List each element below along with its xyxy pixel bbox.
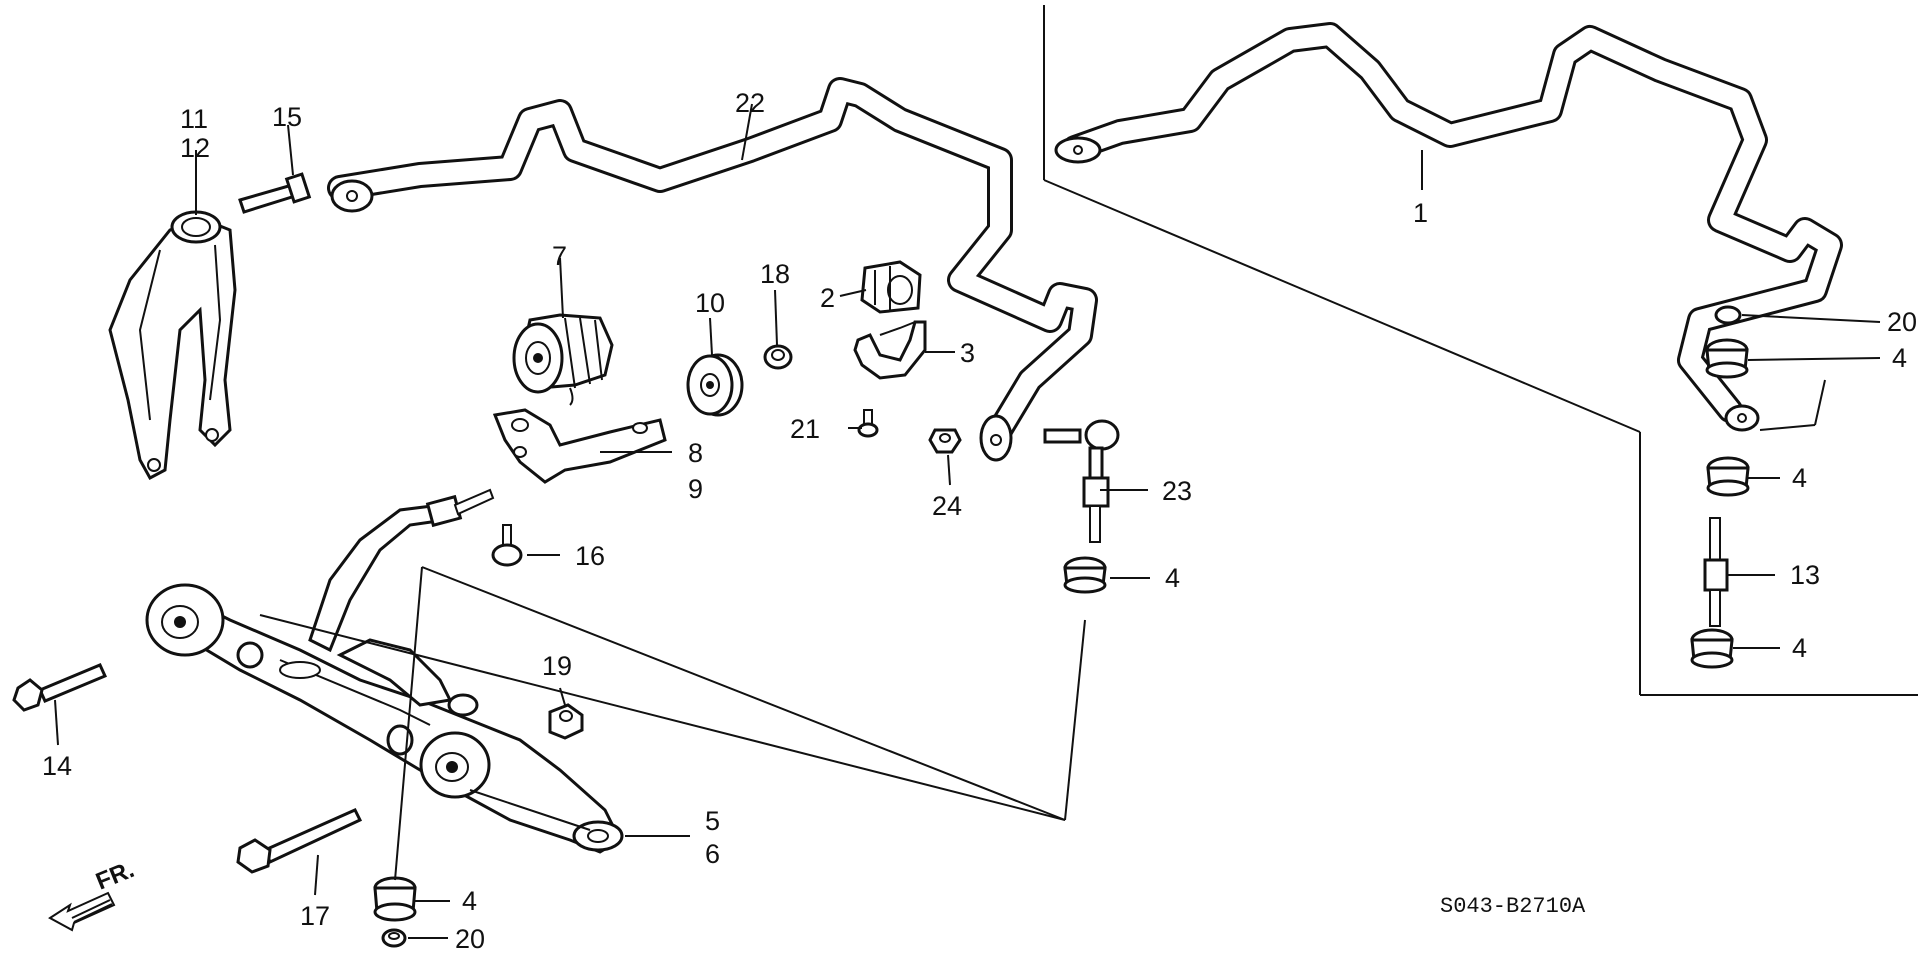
nut-19: [548, 703, 584, 740]
callout-8: 8: [688, 438, 703, 468]
stabilizer-bar-1: [1054, 22, 1843, 432]
callout-4-inset-bottom: 4: [1792, 633, 1807, 663]
callout-20-inset: 20: [1887, 307, 1917, 337]
callout-17: 17: [300, 901, 330, 931]
lower-arm-5-6: [145, 488, 624, 854]
callout-7: 7: [552, 241, 567, 271]
callout-11: 11: [180, 104, 208, 134]
callout-1: 1: [1413, 198, 1428, 228]
callout-18: 18: [760, 259, 790, 289]
inset-frame: [1043, 5, 1918, 696]
callout-labels: 11 12 15 22 7 10 18 2 3 21 8 9 24 23 16 …: [42, 88, 1917, 954]
callout-23: 23: [1162, 476, 1192, 506]
callout-21: 21: [790, 414, 820, 444]
stabilizer-link-23: [1043, 419, 1120, 543]
callout-13: 13: [1790, 560, 1820, 590]
inset-link-13: [1690, 305, 1750, 669]
bushing-bracket-8-9: [492, 408, 667, 484]
callout-19: 19: [542, 651, 572, 681]
callout-15: 15: [272, 102, 302, 132]
nut-24: [928, 428, 962, 454]
bushing-4-middle: [1063, 556, 1107, 594]
front-indicator-label: FR.: [92, 856, 138, 896]
bushing-10: [686, 353, 744, 417]
bolt-16: [491, 524, 523, 567]
callout-4-bottom: 4: [462, 886, 477, 916]
callout-24: 24: [932, 491, 962, 521]
callout-12: 12: [180, 133, 210, 163]
stabilizer-bar-22: [327, 77, 1098, 462]
diagram-code: S043-B2710A: [1440, 894, 1586, 919]
stabilizer-bushing-2: [860, 260, 922, 314]
nut-20-bottom: [381, 928, 407, 948]
knuckle-11-12: [108, 210, 237, 481]
bolt-21: [857, 409, 879, 438]
callout-14: 14: [42, 751, 72, 781]
bolt-15: [238, 172, 312, 214]
callout-5: 5: [705, 806, 720, 836]
callout-4-inset-mid: 4: [1792, 463, 1807, 493]
callout-4-inset-top: 4: [1892, 343, 1907, 373]
bushing-7: [512, 313, 614, 406]
bushing-4-bottom: [373, 876, 417, 922]
callout-16: 16: [575, 541, 605, 571]
callout-2: 2: [820, 283, 835, 313]
callout-3: 3: [960, 338, 975, 368]
callout-6: 6: [705, 839, 720, 869]
callout-20-bottom: 20: [455, 924, 485, 954]
callout-10: 10: [695, 288, 725, 318]
callout-22: 22: [735, 88, 765, 118]
nut-18: [763, 344, 793, 370]
bolt-14: [12, 663, 108, 712]
front-arrow-icon: [48, 891, 116, 932]
leader-lines: [54, 103, 1881, 939]
bolt-17: [236, 808, 363, 874]
callout-4-middle: 4: [1165, 563, 1180, 593]
stabilizer-holder-3: [853, 320, 927, 380]
callout-9: 9: [688, 474, 703, 504]
